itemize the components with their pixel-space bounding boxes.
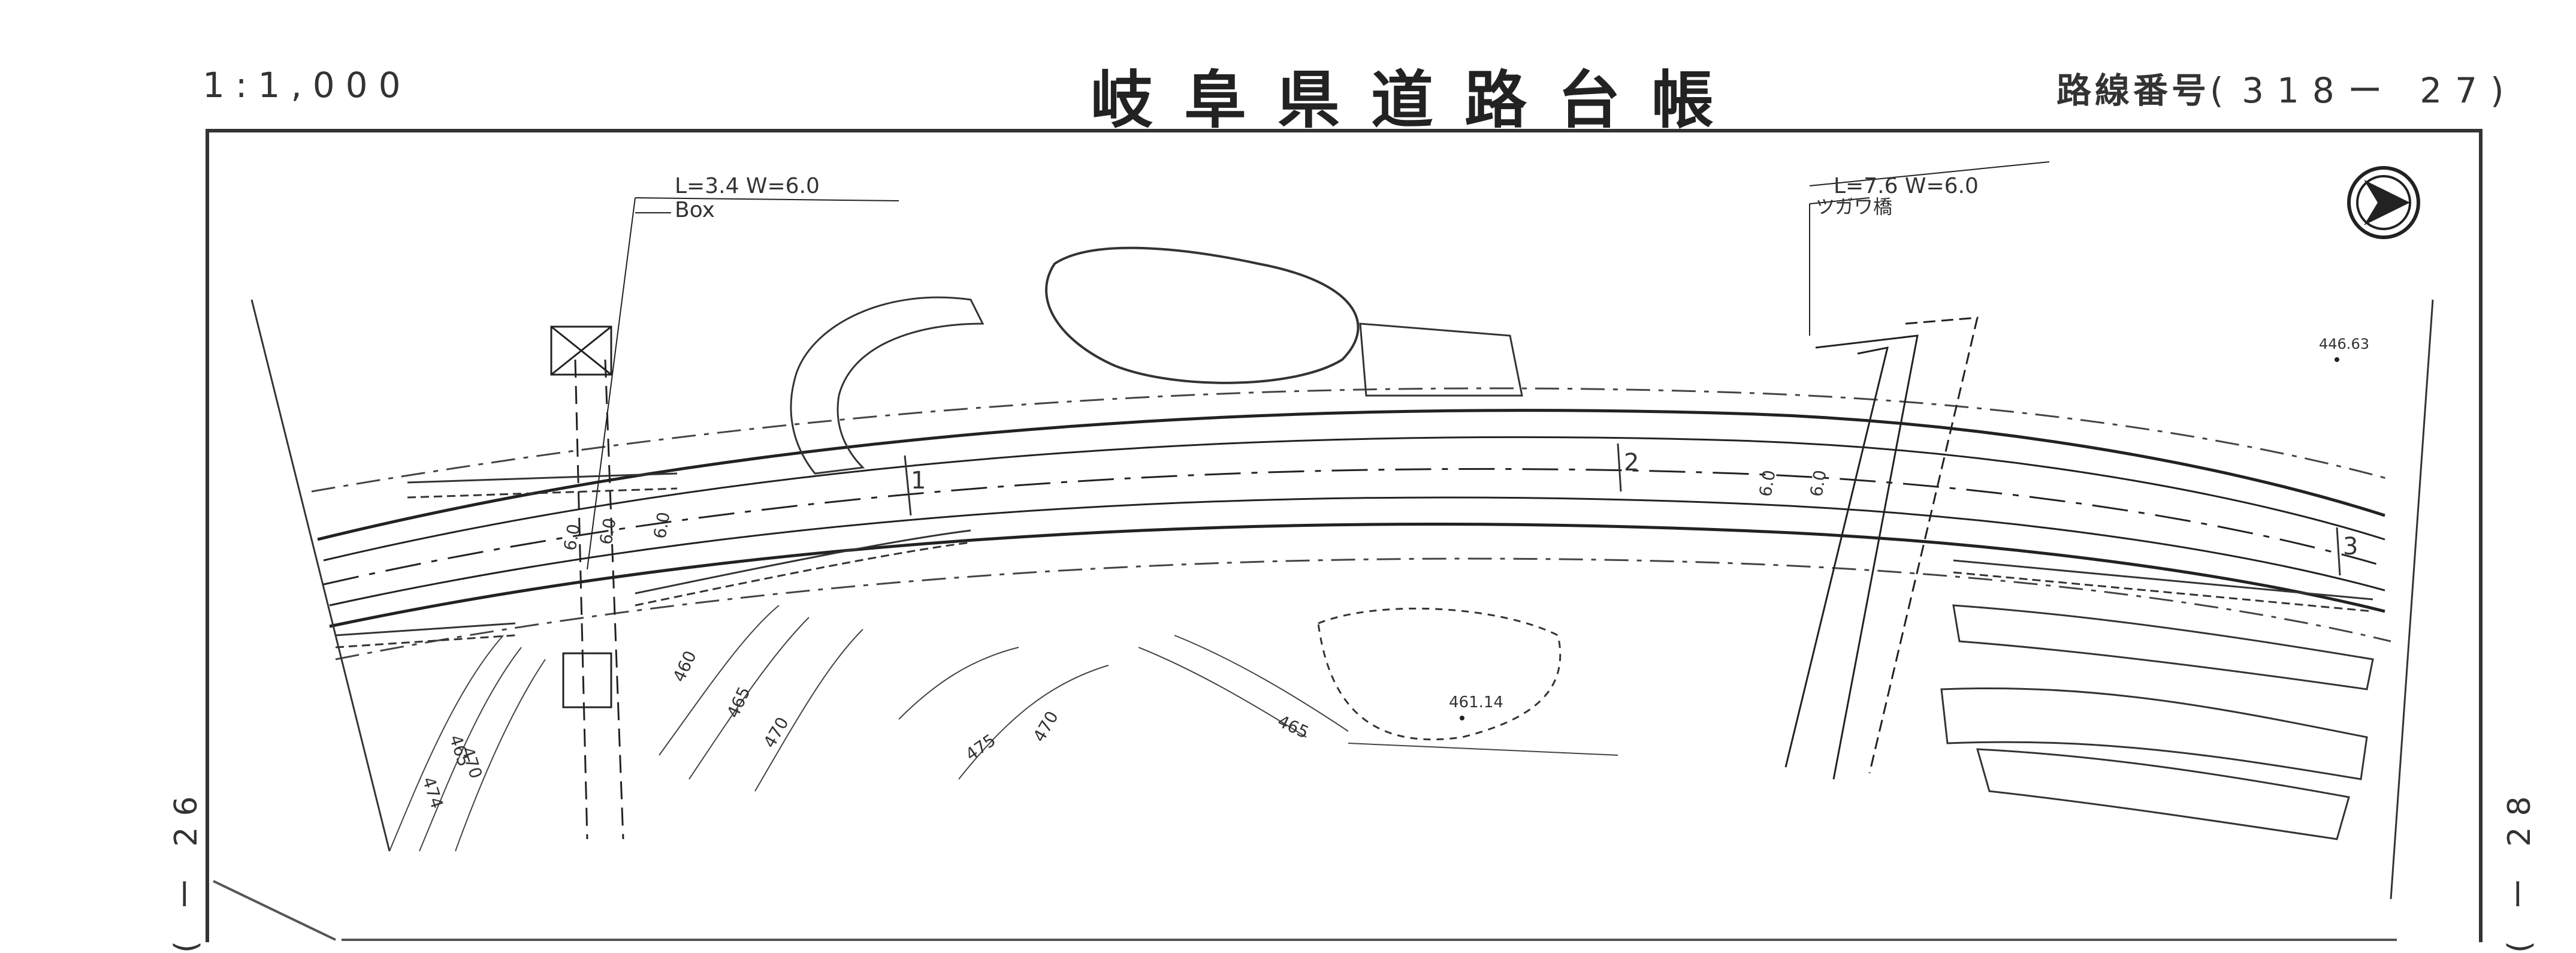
- row-line-north: [311, 387, 2391, 493]
- spot-elevation-461-dot: [1460, 716, 1464, 720]
- station-label-3: 3: [2343, 533, 2358, 560]
- bridge-name-label: ツガワ橋: [1816, 195, 1892, 218]
- paren-close: ): [2490, 70, 2508, 111]
- station-tick-2: [1617, 443, 1622, 492]
- road-edge-north: [317, 409, 2385, 541]
- map-scale: 1:1,000: [203, 65, 412, 105]
- paren-open: (: [2210, 70, 2242, 111]
- route-number-label: 路線番号: [2056, 70, 2210, 111]
- main-road: [317, 409, 2385, 628]
- spot-elevation-446: 446.63: [2319, 336, 2369, 352]
- box-type-label: Box: [675, 198, 715, 222]
- spot-elevation-446-dot: [2335, 357, 2339, 362]
- tsugawa-bridge: [1784, 161, 2050, 780]
- lower-valley: [1317, 607, 1562, 741]
- route-number-block: 路線番号( 318ー 27): [2056, 62, 2508, 113]
- road-edge-south-inner: [329, 496, 2385, 607]
- contour-label-475: 475: [962, 730, 999, 765]
- retaining-walls: [335, 472, 2373, 649]
- box-culvert: [550, 197, 899, 840]
- right-slope-line: [2390, 299, 2434, 900]
- station-label-1: 1: [911, 467, 926, 494]
- upper-island-2: [1359, 322, 1523, 397]
- north-arrow-icon: [2347, 166, 2420, 239]
- upper-island: [1045, 246, 1360, 384]
- spot-elevation-461: 461.14: [1449, 693, 1503, 711]
- station-tick-3: [2336, 527, 2341, 576]
- contour-label-470b: 470: [759, 714, 792, 752]
- width-label-2: 6.0: [596, 517, 620, 547]
- map-title: 岐阜県道路台帳: [1091, 64, 1745, 137]
- contour-label-460: 460: [669, 648, 700, 685]
- road-edge-south: [329, 523, 2385, 628]
- lower-panel-corner: [213, 880, 336, 941]
- width-label-1: 6.0: [560, 523, 584, 553]
- station-label-2: 2: [1624, 449, 1639, 476]
- road-edge-north-inner: [323, 436, 2385, 562]
- right-channel: [1952, 604, 2374, 690]
- sheet-header: 1:1,000 岐阜県道路台帳 路線番号( 318ー 27): [0, 0, 2576, 137]
- contour-lines: [389, 605, 1349, 852]
- station-tick-1: [904, 455, 912, 516]
- contour-label-465c: 465: [1275, 711, 1312, 742]
- row-line-south: [335, 557, 2391, 661]
- contour-label-470c: 470: [1029, 708, 1062, 746]
- contour-label-470a: 470: [457, 744, 486, 781]
- left-slope-line: [250, 299, 391, 852]
- contour-label-474: 474: [418, 774, 447, 811]
- left-loop: [790, 296, 985, 475]
- map-frame: [206, 129, 2483, 942]
- lower-boundary-line: [1348, 743, 1618, 756]
- right-bottom-block: [1976, 748, 2350, 840]
- width-label-5: 6.0: [1806, 469, 1830, 499]
- road-centerline: [323, 468, 2385, 586]
- width-label-4: 6.0: [1755, 469, 1779, 499]
- box-dimensions-label: L=3.4 W=6.0: [675, 174, 820, 198]
- route-number-value: 318ー 27: [2242, 70, 2491, 111]
- width-label-3: 6.0: [650, 511, 674, 541]
- bridge-dimensions-label: L=7.6 W=6.0: [1834, 174, 1979, 198]
- right-lower-block: [1940, 687, 2368, 780]
